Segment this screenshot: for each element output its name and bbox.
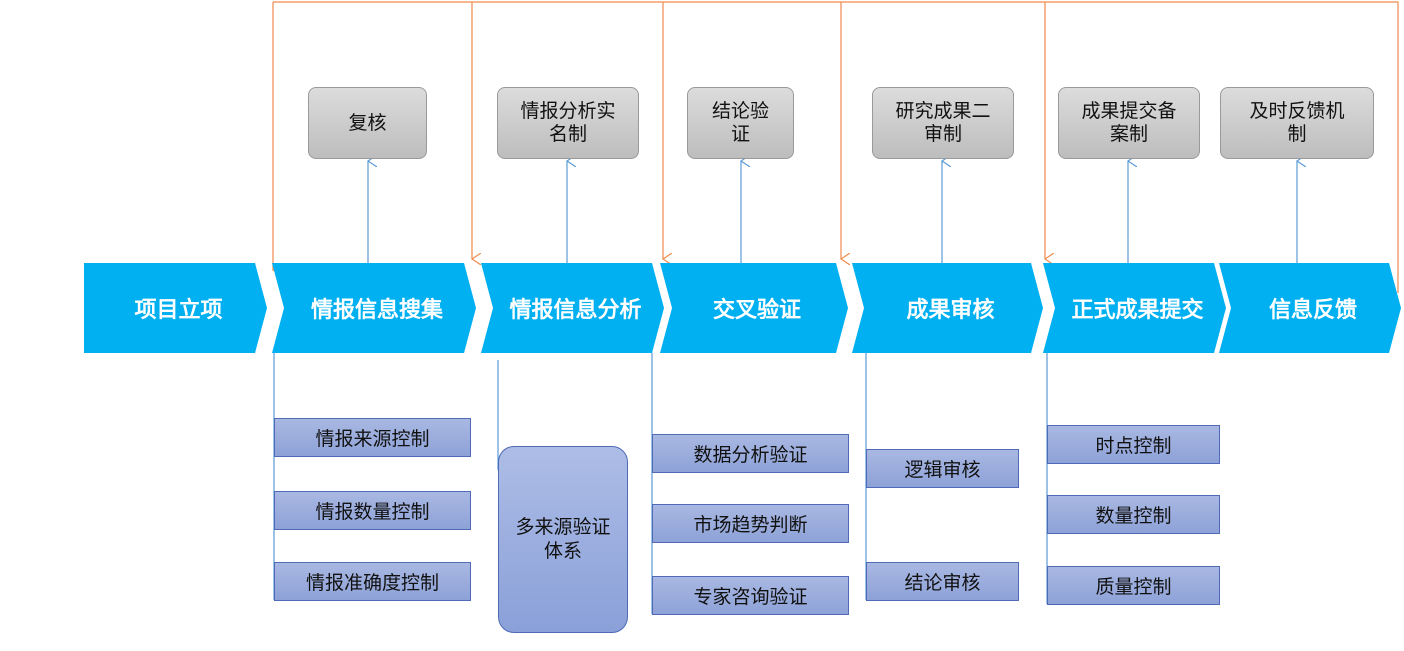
step-project-initiation: 项目立项 [84, 263, 267, 353]
step-result-review: 成果审核 [852, 263, 1043, 353]
mechanism-timely-feedback: 及时反馈机制 [1220, 87, 1374, 159]
mechanism-submission-record: 成果提交备案制 [1058, 87, 1200, 159]
control-quality: 质量控制 [1047, 566, 1220, 605]
step-information-analysis: 情报信息分析 [481, 263, 664, 353]
control-source: 情报来源控制 [274, 418, 471, 457]
mechanism-conclusion-verify: 结论验证 [687, 87, 794, 159]
multi-source-verification-system: 多来源验证体系 [498, 446, 628, 633]
mechanism-arrows [368, 161, 1297, 263]
mechanism-real-name: 情报分析实名制 [497, 87, 639, 159]
step-formal-submission: 正式成果提交 [1043, 263, 1226, 353]
step-information-feedback: 信息反馈 [1219, 263, 1401, 353]
mechanism-recheck: 复核 [308, 87, 427, 159]
control-market-trend: 市场趋势判断 [652, 504, 849, 543]
control-quantity: 情报数量控制 [274, 491, 471, 530]
mechanism-second-review: 研究成果二审制 [872, 87, 1014, 159]
control-conclusion-review: 结论审核 [866, 562, 1019, 601]
step-cross-verification: 交叉验证 [660, 263, 848, 353]
control-accuracy: 情报准确度控制 [274, 562, 471, 601]
feedback-rail [273, 1, 1399, 293]
control-data-analysis: 数据分析验证 [652, 434, 849, 473]
step-information-collection: 情报信息搜集 [272, 263, 476, 353]
feedback-lines [273, 1, 1399, 293]
control-time-point: 时点控制 [1047, 425, 1220, 464]
control-expert-consult: 专家咨询验证 [652, 576, 849, 615]
control-amount: 数量控制 [1047, 495, 1220, 534]
control-logic-review: 逻辑审核 [866, 449, 1019, 488]
